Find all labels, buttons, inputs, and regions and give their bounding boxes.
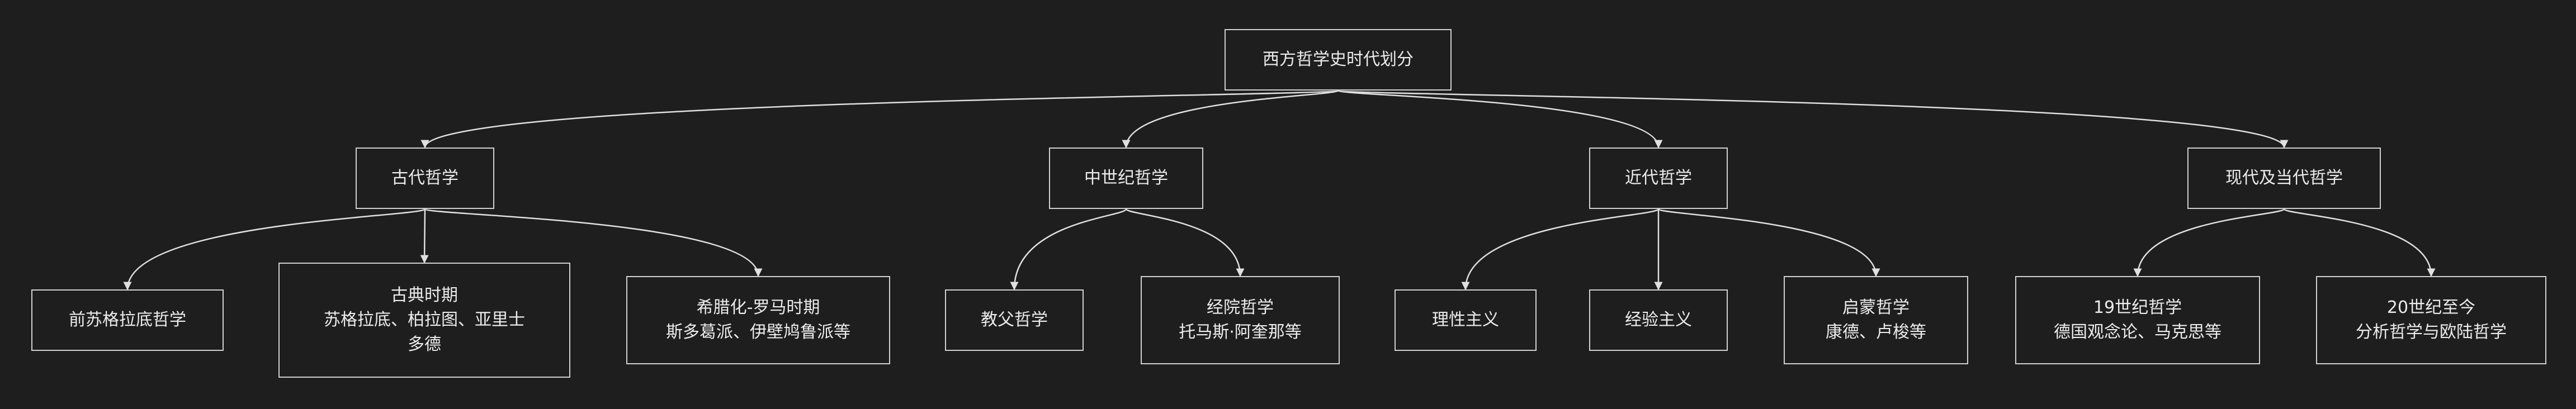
node-empiricism: 经验主义 — [1589, 289, 1728, 351]
node-label-line: 西方哲学史时代划分 — [1263, 50, 1414, 69]
edge-contemporary-c20 — [2283, 208, 2436, 277]
node-label-line: 希腊化-罗马时期 — [696, 298, 820, 317]
edge-ancient-presocratic — [123, 208, 426, 291]
node-label-line: 前苏格拉底哲学 — [69, 310, 186, 330]
edge-medieval-scholastic — [1125, 208, 1245, 277]
node-label-line: 理性主义 — [1432, 310, 1499, 330]
node-label-line: 斯多葛派、伊壁鸠鲁派等 — [666, 322, 850, 342]
node-label-line: 近代哲学 — [1625, 168, 1692, 188]
node-label-line: 德国观念论、马克思等 — [2054, 322, 2221, 342]
node-enlightenment: 启蒙哲学康德、卢梭等 — [1784, 276, 1968, 364]
edge-root-ancient — [420, 89, 1339, 149]
node-label-line: 19世纪哲学 — [2093, 298, 2182, 317]
edge-modern-enlightenment — [1657, 208, 1880, 277]
node-label-line: 20世纪至今 — [2386, 298, 2476, 317]
node-modern: 近代哲学 — [1589, 148, 1728, 209]
node-label-line: 经院哲学 — [1207, 298, 1274, 317]
node-classical: 古典时期苏格拉底、柏拉图、亚里士多德 — [278, 263, 570, 378]
node-patristic: 教父哲学 — [945, 289, 1084, 351]
node-label-line: 教父哲学 — [981, 310, 1048, 330]
node-root: 西方哲学史时代划分 — [1225, 29, 1452, 91]
edge-root-modern — [1337, 89, 1663, 149]
node-c20: 20世纪至今分析哲学与欧陆哲学 — [2316, 276, 2546, 364]
node-presocratic: 前苏格拉底哲学 — [31, 289, 224, 351]
node-scholastic: 经院哲学托马斯·阿奎那等 — [1141, 276, 1340, 364]
node-contemporary: 现代及当代哲学 — [2187, 148, 2381, 209]
node-hellenistic: 希腊化-罗马时期斯多葛派、伊壁鸠鲁派等 — [626, 276, 890, 364]
node-label-line: 经验主义 — [1625, 310, 1692, 330]
node-ancient: 古代哲学 — [356, 148, 494, 209]
node-label-line: 分析哲学与欧陆哲学 — [2356, 322, 2507, 342]
node-rationalism: 理性主义 — [1395, 289, 1537, 351]
edge-medieval-patristic — [1010, 208, 1127, 291]
edge-ancient-classical — [420, 208, 429, 264]
edge-ancient-hellenistic — [424, 208, 763, 277]
node-label-line: 现代及当代哲学 — [2225, 168, 2343, 188]
node-label-line: 托马斯·阿奎那等 — [1179, 322, 1302, 342]
edge-root-contemporary — [1337, 89, 2289, 149]
node-medieval: 中世纪哲学 — [1049, 148, 1203, 209]
edge-contemporary-c19 — [2133, 208, 2285, 277]
node-label-line: 古代哲学 — [391, 168, 459, 188]
node-label-line: 启蒙哲学 — [1842, 298, 1909, 317]
node-c19: 19世纪哲学德国观念论、马克思等 — [2015, 276, 2260, 364]
node-label-line: 多德 — [408, 335, 441, 354]
edge-modern-rationalism — [1461, 208, 1660, 291]
edge-root-medieval — [1122, 89, 1339, 149]
node-label-line: 古典时期 — [391, 286, 458, 305]
node-label-line: 苏格拉底、柏拉图、亚里士 — [324, 310, 525, 330]
node-label-line: 中世纪哲学 — [1084, 168, 1168, 188]
node-label-line: 康德、卢梭等 — [1826, 322, 1926, 342]
